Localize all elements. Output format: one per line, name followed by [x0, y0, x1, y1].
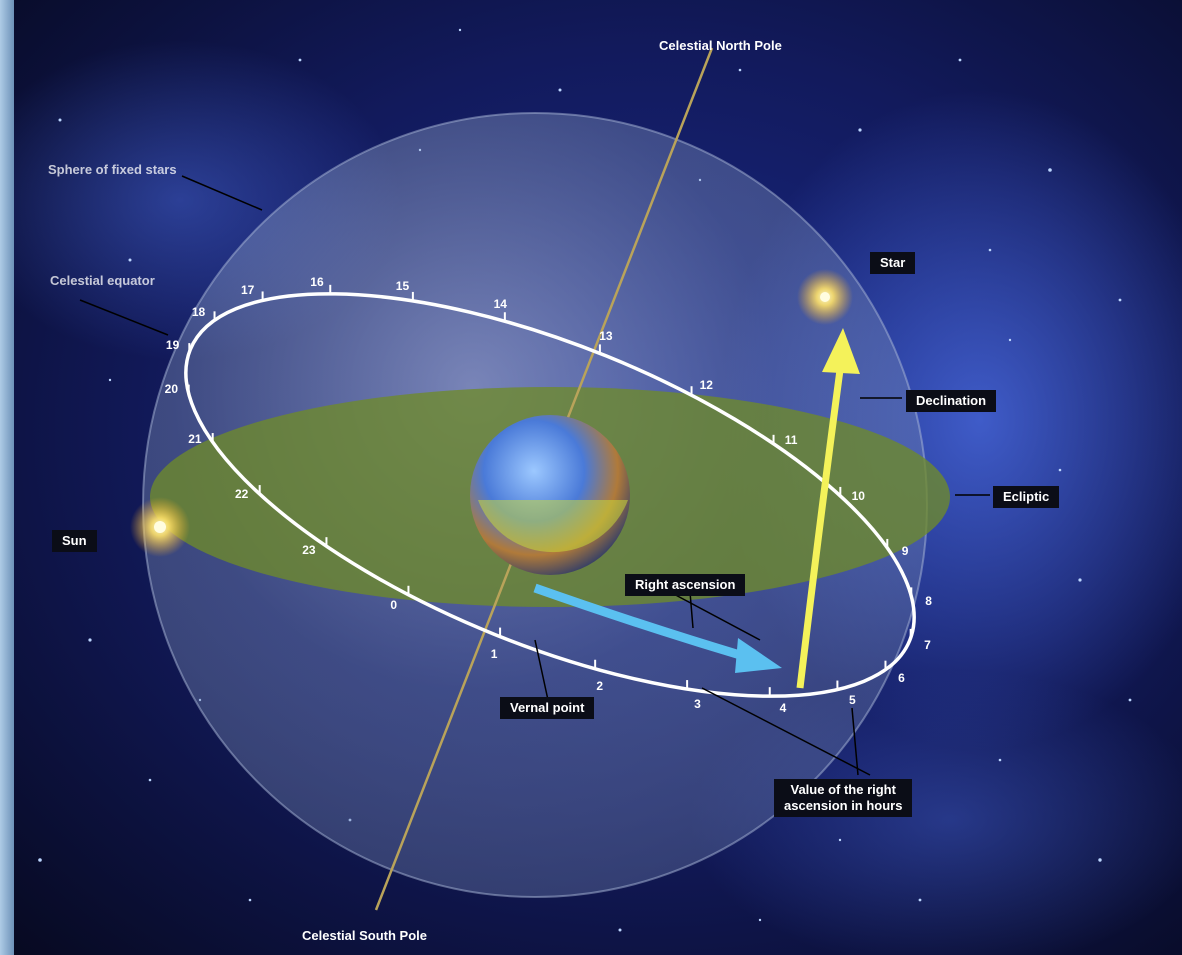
hour-label-21: 21	[188, 432, 202, 447]
background-stars	[38, 28, 1132, 932]
hour-label-11: 11	[784, 432, 798, 447]
hour-label-15: 15	[395, 279, 410, 294]
ra-hours-label: Value of the right ascension in hours	[774, 779, 913, 817]
hour-label-12: 12	[699, 377, 713, 392]
hour-label-23: 23	[302, 543, 316, 558]
vernal-point-label: Vernal point	[500, 697, 595, 719]
hour-label-8: 8	[925, 594, 932, 609]
ra-hours-label-line1: Value of the right	[790, 782, 896, 797]
hour-label-4: 4	[779, 701, 787, 716]
hour-label-3: 3	[694, 696, 701, 711]
hour-label-19: 19	[165, 338, 180, 353]
equator-label: Celestial equator	[50, 273, 155, 288]
hour-label-0: 0	[390, 598, 398, 613]
hour-label-9: 9	[901, 543, 909, 558]
sphere-label: Sphere of fixed stars	[48, 162, 177, 177]
sun-label: Sun	[52, 530, 97, 552]
ra-hours-label-line2: ascension in hours	[784, 798, 903, 813]
declination-label: Declination	[906, 390, 997, 412]
hour-label-13: 13	[599, 329, 613, 344]
left-border	[0, 0, 14, 955]
south-pole-label: Celestial South Pole	[302, 928, 427, 943]
hour-label-14: 14	[493, 296, 507, 311]
hour-label-20: 20	[164, 381, 179, 396]
hour-label-22: 22	[234, 487, 249, 502]
hour-label-2: 2	[596, 679, 604, 694]
star-label: Star	[870, 252, 916, 274]
hour-label-10: 10	[851, 488, 865, 503]
hour-label-17: 17	[241, 283, 255, 298]
hour-label-7: 7	[924, 637, 931, 652]
right-ascension-label: Right ascension	[625, 574, 746, 596]
hour-label-6: 6	[898, 670, 905, 685]
hour-label-16: 16	[310, 274, 324, 289]
hour-label-1: 1	[490, 646, 498, 661]
hour-label-5: 5	[848, 692, 856, 707]
hour-label-18: 18	[191, 305, 206, 319]
north-pole-label: Celestial North Pole	[659, 38, 782, 53]
ecliptic-label: Ecliptic	[993, 486, 1060, 508]
